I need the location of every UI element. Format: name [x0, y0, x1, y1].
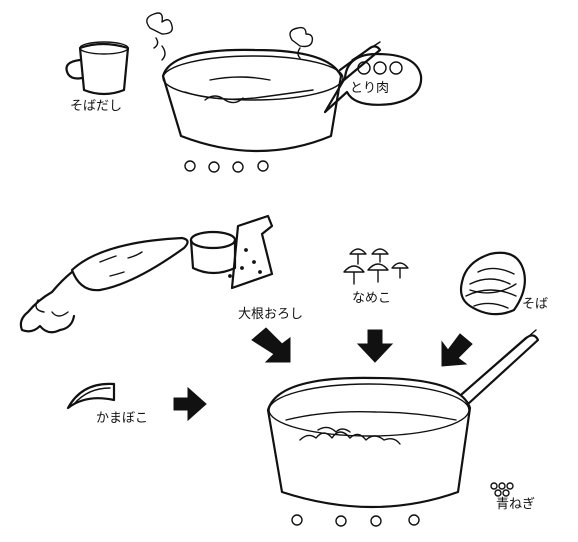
- label-daikon-oroshi: 大根おろし: [238, 308, 303, 321]
- saucepan-bottom-icon: [268, 330, 538, 507]
- saucepan-top-icon: [163, 42, 380, 151]
- label-toriniku: とり肉: [350, 82, 389, 95]
- label-kamaboko: かまぼこ: [96, 412, 148, 425]
- label-nameko: なめこ: [352, 292, 391, 305]
- arrow-icon: [174, 328, 472, 420]
- label-soba: そば: [522, 298, 548, 311]
- mushroom-icon: [344, 249, 408, 284]
- label-ao-negi: 青ねぎ: [496, 498, 535, 511]
- label-soba-dashi: そばだし: [70, 100, 122, 113]
- grater-icon: [191, 216, 272, 288]
- stove-flame-bottom-icon: [292, 515, 419, 526]
- stove-flame-icon: [185, 161, 268, 172]
- noodles-icon: [461, 253, 525, 314]
- radish-icon: [21, 238, 188, 332]
- mug-icon: [67, 42, 129, 94]
- steam-icon: [147, 13, 313, 60]
- green-onion-icon: [491, 483, 513, 496]
- kamaboko-icon: [68, 384, 114, 408]
